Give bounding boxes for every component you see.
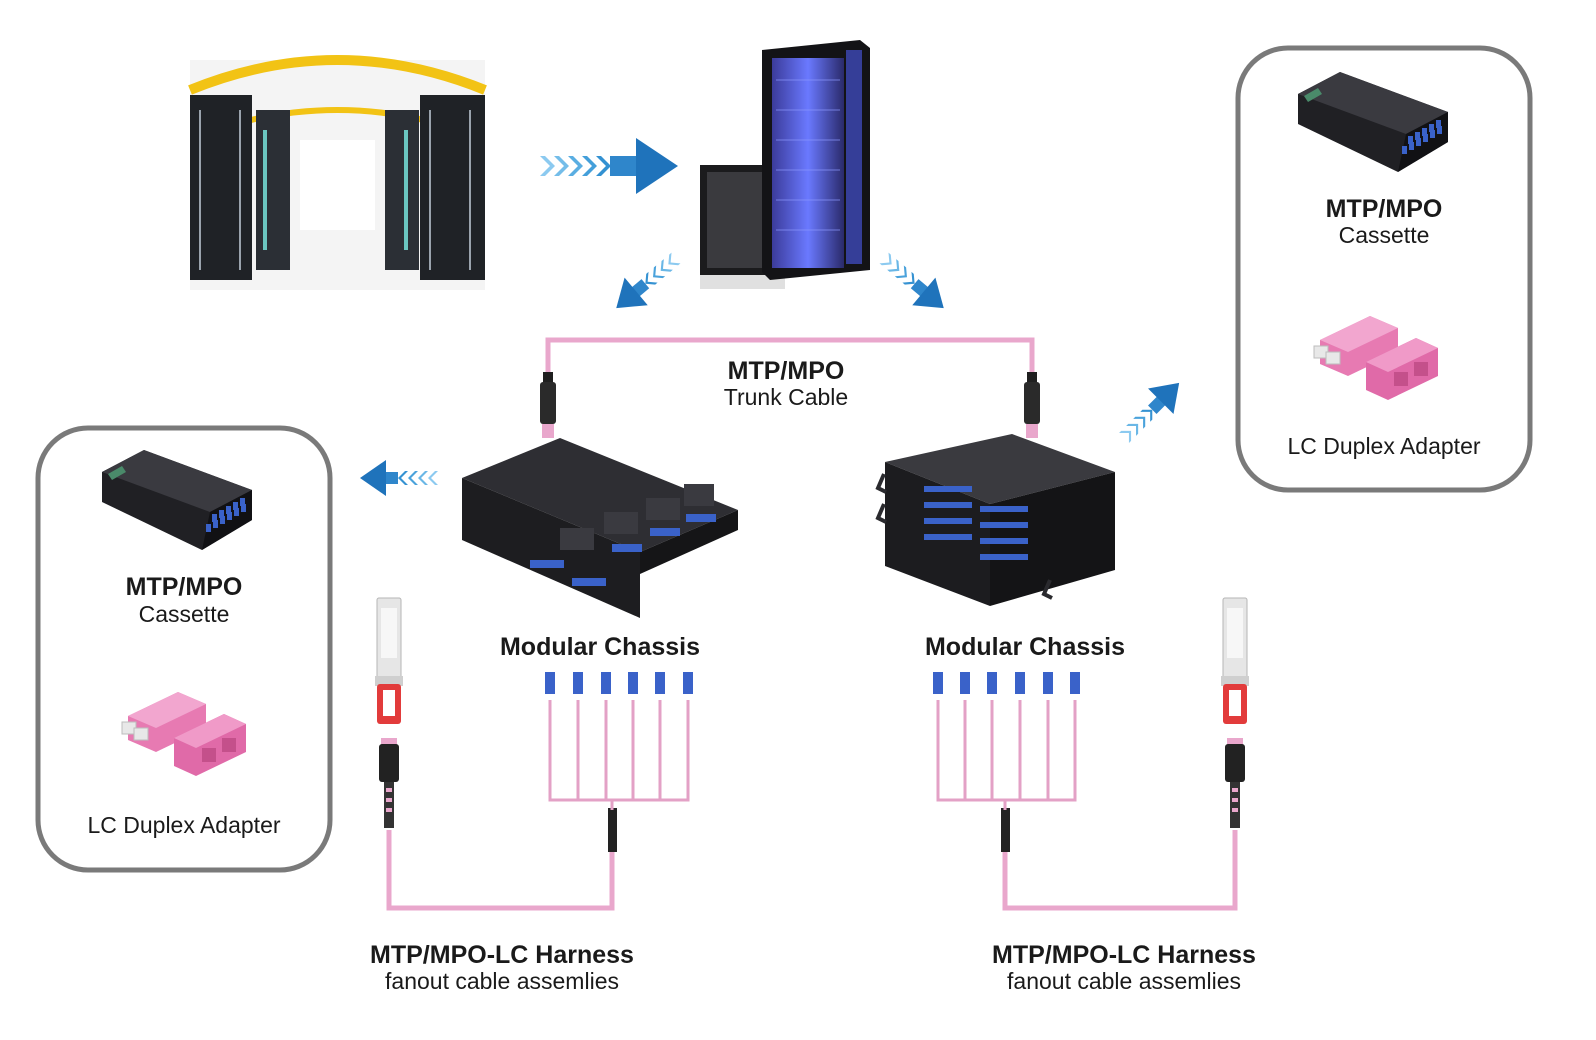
harness-left-title: MTP/MPO-LC Harness xyxy=(370,941,634,969)
modular-chassis-right-label: Modular Chassis xyxy=(924,633,1126,661)
modular-chassis-left-image xyxy=(462,438,738,618)
cassette-right-image xyxy=(1298,72,1448,172)
right-cassette-subtitle: Cassette xyxy=(1338,222,1430,248)
right-cassette-title: MTP/MPO xyxy=(1325,195,1443,223)
left-cassette-subtitle: Cassette xyxy=(138,601,230,627)
left-cassette-title: MTP/MPO xyxy=(125,573,243,601)
right-adapter-label: LC Duplex Adapter xyxy=(1287,433,1481,459)
flow-arrow-right xyxy=(540,138,678,194)
flow-arrow-down-right xyxy=(872,244,956,322)
harness-right xyxy=(933,597,1250,911)
flow-arrow-up-right xyxy=(1111,370,1192,451)
flow-arrow-down-left xyxy=(604,244,688,322)
left-adapter-label: LC Duplex Adapter xyxy=(87,812,281,838)
trunk-cable xyxy=(540,337,1040,438)
trunk-cable-title: MTP/MPO xyxy=(727,357,845,385)
right-component-box xyxy=(1235,45,1533,493)
lc-adapter-right-image xyxy=(1313,315,1439,401)
harness-right-subtitle: fanout cable assemlies xyxy=(1007,968,1241,994)
harness-left xyxy=(374,597,693,911)
flow-arrow-left xyxy=(360,460,438,496)
harness-right-title: MTP/MPO-LC Harness xyxy=(992,941,1256,969)
left-component-box xyxy=(35,425,333,873)
harness-left-subtitle: fanout cable assemlies xyxy=(385,968,619,994)
modular-chassis-right-image xyxy=(875,434,1115,606)
server-rack-image xyxy=(700,40,870,289)
data-center-image xyxy=(188,55,487,290)
trunk-cable-subtitle: Trunk Cable xyxy=(723,384,849,410)
cassette-left-image xyxy=(102,450,252,550)
modular-chassis-left-label: Modular Chassis xyxy=(499,633,701,661)
lc-adapter-left-image xyxy=(121,691,247,777)
